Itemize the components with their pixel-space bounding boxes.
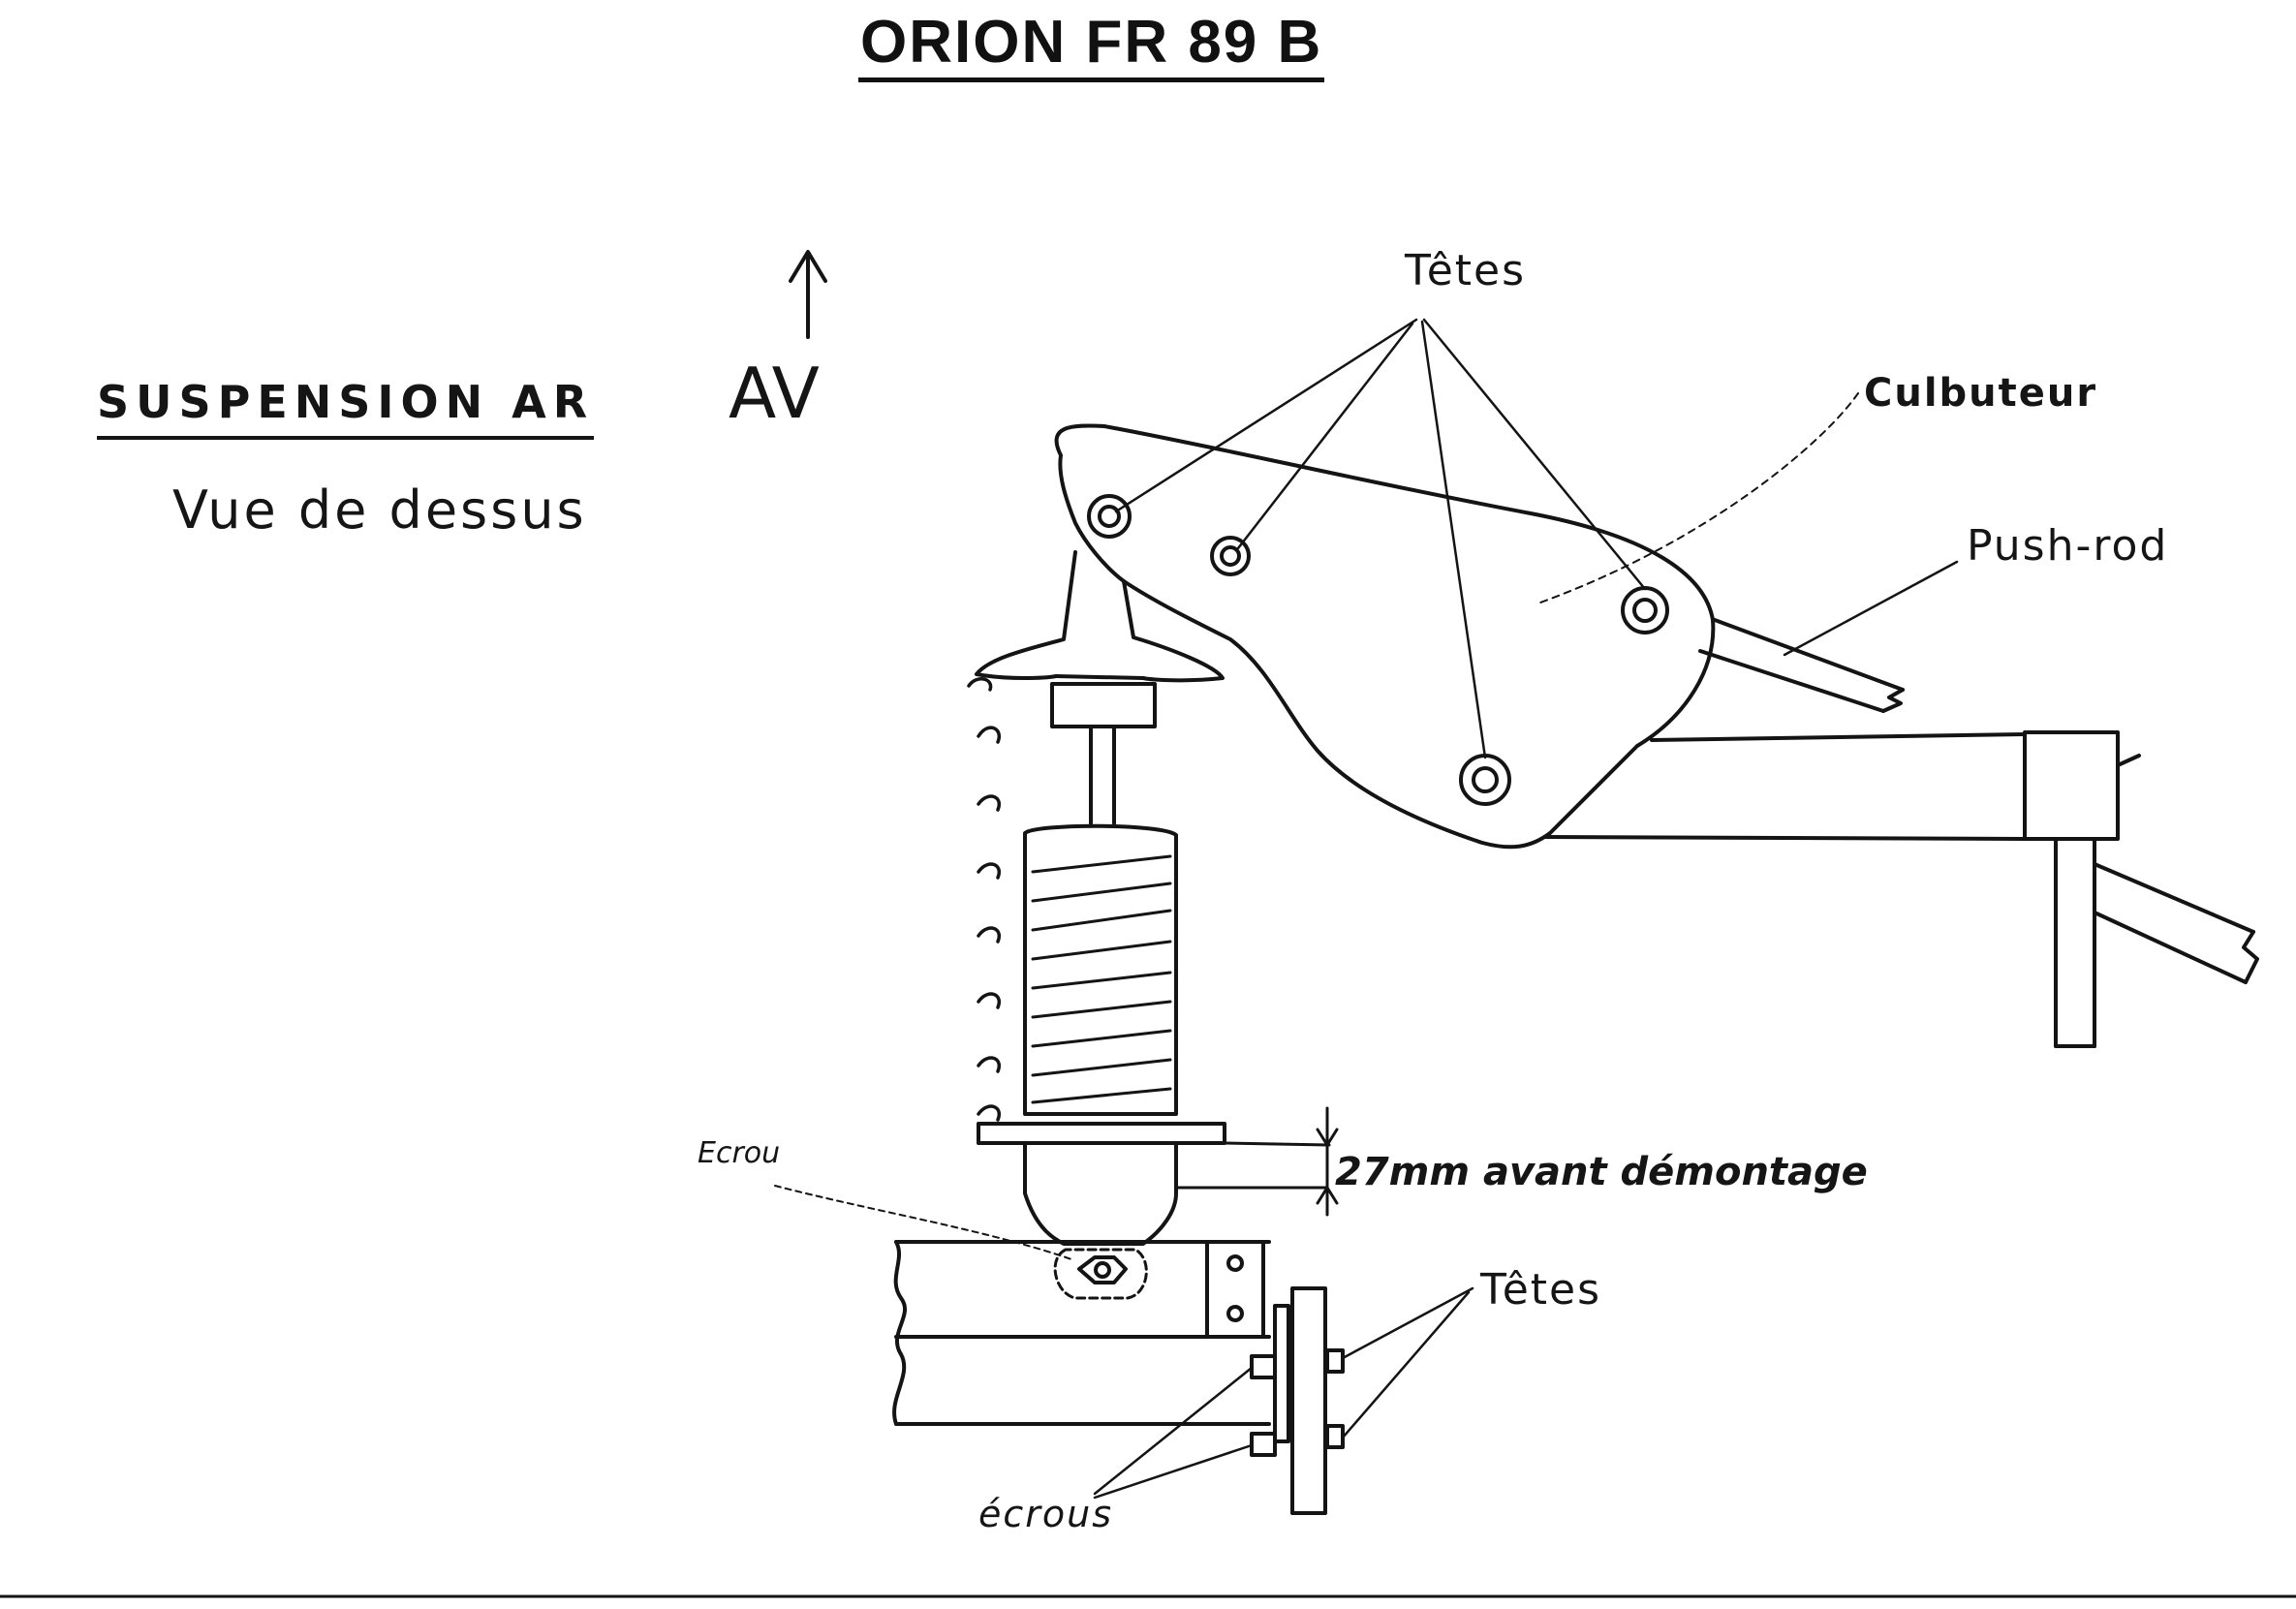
lower-nut	[1055, 1250, 1146, 1298]
rocker-head-4	[1461, 756, 1509, 804]
spring-coils	[969, 679, 999, 1120]
leaders-tetes-bottom	[1343, 1288, 1473, 1438]
label-push-rod: Push-rod	[1967, 521, 2169, 571]
leader-culbuteur	[1540, 393, 1858, 603]
shock-body	[978, 826, 1225, 1244]
view-subtitle: Vue de dessus	[172, 480, 587, 541]
chassis-tube	[894, 1242, 1269, 1424]
dimension-marker	[1176, 1108, 1337, 1215]
rocker-head-3	[1623, 588, 1667, 633]
leaders-tetes-top	[1116, 320, 1645, 758]
label-culbuteur: Culbuteur	[1864, 371, 2098, 416]
vertical-plate	[1252, 1288, 1343, 1513]
shock-top-mount	[977, 552, 1223, 823]
label-ecrou: Ecrou	[698, 1136, 781, 1170]
label-tetes-bottom: Têtes	[1480, 1265, 1602, 1315]
label-dimension: 27mm avant démontage	[1335, 1150, 1868, 1194]
label-tetes-top: Têtes	[1405, 246, 1527, 295]
rocker-plate	[1057, 425, 1714, 847]
forward-arrow-icon	[791, 252, 825, 337]
drawing-title: ORION FR 89 B	[858, 8, 1325, 82]
section-title: SUSPENSION AR	[97, 380, 595, 440]
leader-ecrou	[775, 1186, 1071, 1259]
push-rod	[1700, 562, 1957, 711]
rocker-head-1	[1089, 496, 1130, 537]
leaders-ecrous	[1095, 1368, 1252, 1498]
frame-arm	[1545, 732, 2257, 1046]
rocker-head-2	[1212, 538, 1249, 574]
label-ecrous: écrous	[978, 1493, 1114, 1535]
direction-label: AV	[729, 353, 820, 434]
